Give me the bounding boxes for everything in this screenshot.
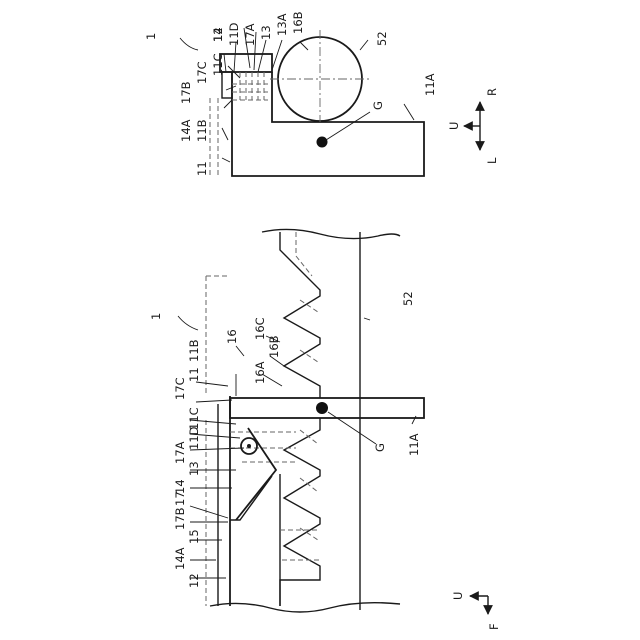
bottom-label-17B: 17B [173,507,187,530]
bottom-label-16C: 16C [253,317,267,340]
top-label-G: G [371,101,385,110]
direction-indicator-top: U R L [447,88,499,164]
axis-label-up-bottom: U [451,592,465,600]
top-label-52: 52 [375,31,389,46]
bottom-label-16A: 16A [253,361,267,384]
bottom-label-G: G [373,443,387,452]
top-label-11A: 11A [423,73,437,96]
block-12 [220,54,272,72]
bottom-label-17C: 17C [173,377,187,400]
top-label-17B: 17B [179,81,193,104]
center-of-gravity-dot [317,137,328,148]
axis-label-left: L [485,157,499,164]
bottom-label-16B: 16B [267,335,281,358]
axis-label-front: F [487,623,501,630]
rack-hidden-lines [206,232,320,606]
axis-label-up: U [447,122,461,130]
top-label-11: 11 [195,161,209,176]
bottom-view-figure: 1 16 16C 16B 16A 11B 11 17C 11C 11D 17A … [149,229,501,630]
bottom-label-11A: 11A [407,433,421,456]
bottom-label-11D: 11D [187,426,201,450]
bottom-label-15: 15 [187,529,201,544]
center-of-gravity-dot-bottom [316,402,328,414]
direction-indicator-bottom: U F [451,592,501,630]
bottom-label-52: 52 [401,291,415,306]
top-label-17C: 17C [195,61,209,84]
top-view-figure: 1 12 11D 17A 13 13A 16B 52 11C 14 17C 17… [144,11,499,176]
top-label-13: 13 [259,25,273,40]
hidden-lines-top [210,72,268,176]
break-line-top [262,229,400,238]
top-label-14A: 14A [179,119,193,142]
roller-17A-center [247,444,251,448]
axis-label-right: R [485,88,499,96]
bottom-label-17A: 17A [173,441,187,464]
bottom-label-11: 11 [187,367,201,382]
top-label-11B: 11B [195,119,209,142]
bottom-label-13: 13 [187,461,201,476]
top-label-11C: 11C [211,53,225,76]
top-label-14: 14 [211,27,225,42]
rack-16 [280,232,320,606]
wheel-52-centerline [270,30,370,122]
top-label-11D: 11D [227,22,241,46]
top-label-17A: 17A [243,23,257,46]
bottom-label-14A: 14A [173,547,187,570]
leader-lines-top [180,28,414,162]
bottom-label-17: 17 [173,491,187,506]
break-line-bottom [210,603,400,612]
top-ref-1: 1 [144,33,158,40]
bottom-label-11B: 11B [187,339,201,362]
bottom-ref-1: 1 [149,313,163,320]
top-label-16B: 16B [291,11,305,34]
bottom-label-12: 12 [187,573,201,588]
bottom-label-16: 16 [225,329,239,344]
top-label-13A: 13A [275,13,289,36]
body-11-outline [232,72,424,176]
